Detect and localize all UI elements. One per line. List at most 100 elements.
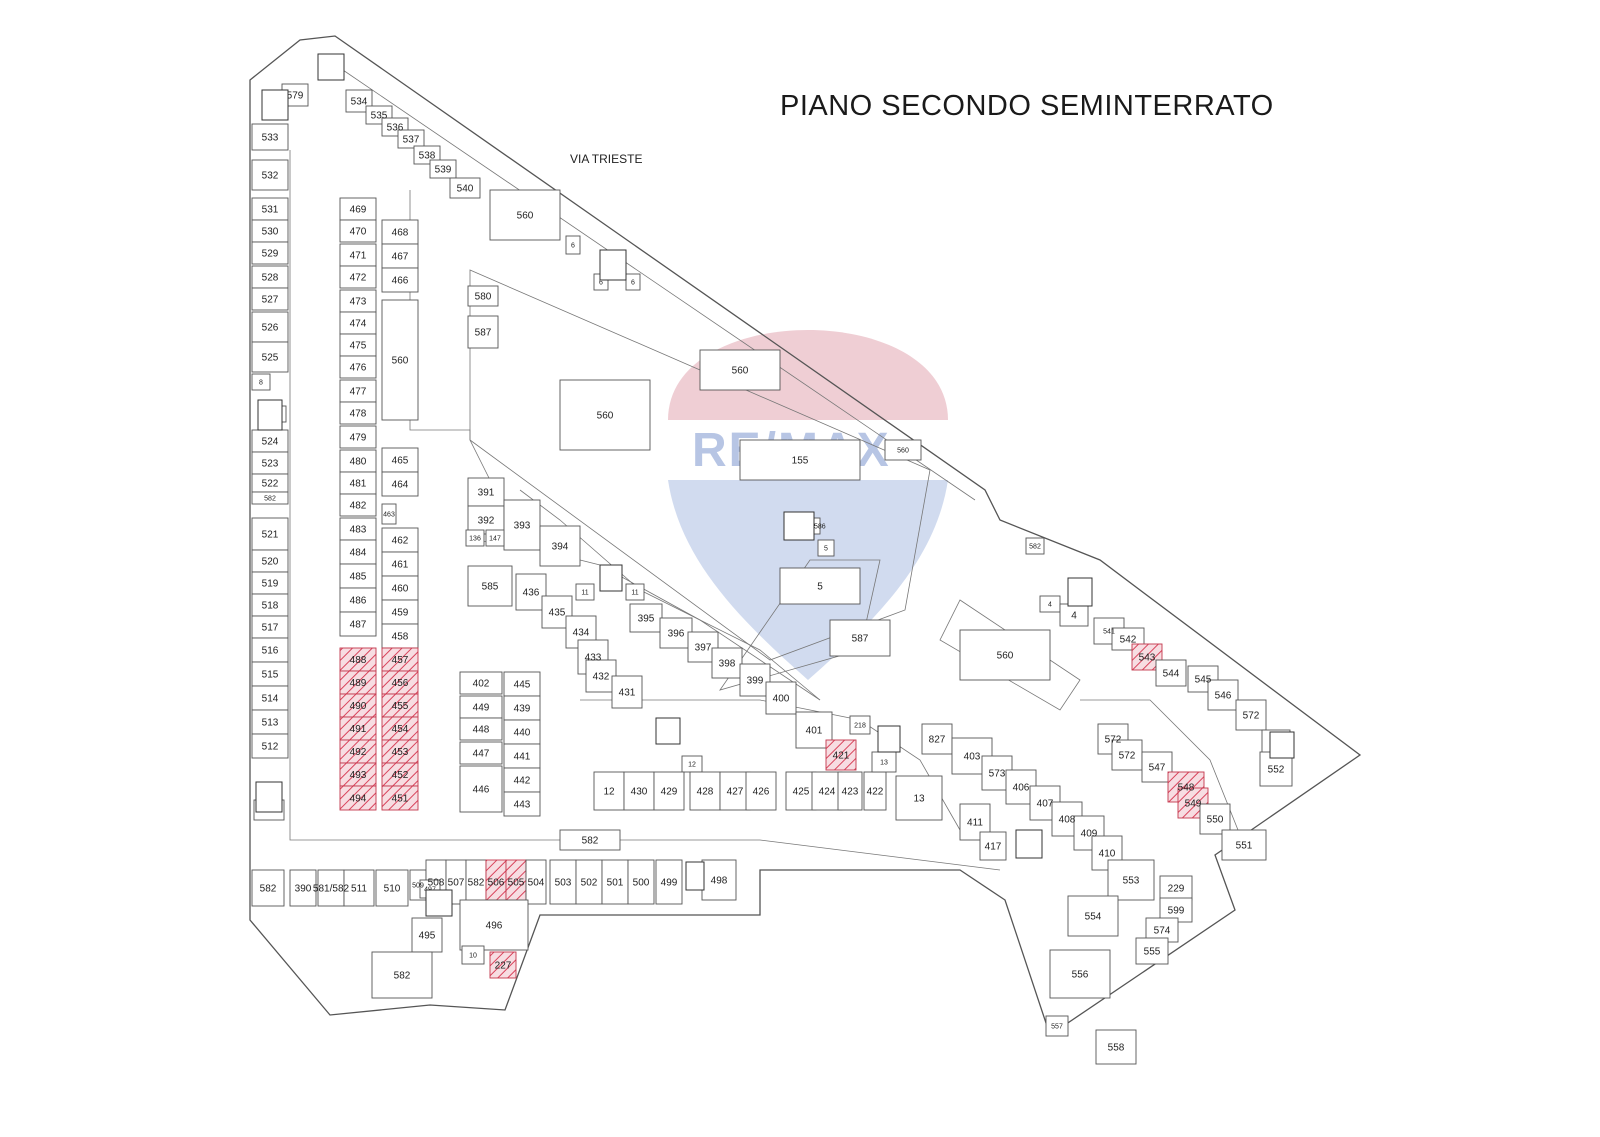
unit-cell [765,681,797,715]
unit-label: 390 [295,884,312,895]
unit-label: 560 [997,651,1014,662]
unit-cell [711,647,743,679]
unit-cell [381,551,419,577]
unit-label: 581/582 [313,884,350,895]
unit-cell [381,471,419,497]
unit-label: 469 [350,205,367,216]
unit-label: 555 [1144,947,1161,958]
unit-cell [381,599,419,625]
unit-label: 560 [517,211,534,222]
unit-label: 397 [695,643,712,654]
unit-label: 557 [1051,1024,1063,1031]
unit-cell [289,869,317,907]
unit-label: 451 [392,794,409,805]
unit-label: 453 [392,747,409,758]
unit-label: 400 [773,694,790,705]
unit-label: 536 [387,123,404,134]
unit-label: 483 [350,525,367,536]
unit-cell [959,629,1051,681]
unit-label: 430 [631,787,648,798]
unit-label: 526 [262,323,279,334]
stair-core-icon [655,717,681,745]
unit-cell [251,287,289,311]
unit-cell [884,439,922,461]
unit-cell [397,129,425,149]
unit-label: 556 [1072,970,1089,981]
unit-cell-highlighted [339,785,377,811]
unit-label: 493 [350,770,367,781]
unit-cell [371,951,433,999]
stair-core-icon [317,53,345,81]
unit-cell [625,273,641,291]
unit-label: 218 [854,723,866,730]
unit-label: 476 [350,363,367,374]
unit-label: 513 [262,718,279,729]
unit-label: 459 [392,608,409,619]
unit-label: 501 [607,878,624,889]
unit-label: 12 [688,762,696,769]
unit-label: 494 [350,794,367,805]
unit-label: 466 [392,276,409,287]
unit-label: 395 [638,614,655,625]
unit-label: 428 [697,787,714,798]
unit-cell [979,831,1007,861]
unit-label: 467 [392,252,409,263]
unit-cell [375,869,409,907]
unit-label: 478 [350,409,367,420]
unit-cell [339,611,377,637]
unit-label: 492 [350,747,367,758]
unit-cell [339,493,377,517]
unit-cell [467,315,499,349]
stair-core-icon [255,781,283,813]
unit-cell [251,311,289,343]
unit-label: 10 [469,953,477,960]
unit-cell [411,917,443,953]
unit-label: 458 [392,632,409,643]
unit-label: 560 [897,448,909,455]
unit-cell-highlighted [825,739,857,771]
unit-label: 538 [419,151,436,162]
unit-cell [659,617,693,649]
unit-label: 537 [403,135,420,146]
unit-cell [1107,859,1155,901]
stair-core-icon [1269,731,1295,759]
unit-cell [623,771,655,811]
stair-core-icon [599,249,627,281]
unit-label: 417 [985,842,1002,853]
unit-label: 549 [1185,799,1202,810]
unit-cell [849,715,871,735]
unit-label: 12 [603,787,615,798]
unit-cell [1235,699,1267,731]
unit-cell [339,401,377,425]
stair-core-icon [783,511,815,541]
unit-label: 411 [967,818,983,829]
unit-cells [251,83,1293,1065]
unit-label: 540 [457,184,474,195]
unit-label: 11 [631,590,638,597]
unit-cell [339,265,377,289]
unit-label: 503 [555,878,572,889]
unit-cell [503,499,541,551]
unit-label: 485 [350,572,367,583]
unit-label: 13 [880,760,888,767]
unit-cell [339,355,377,379]
stair-core-icon [1015,829,1043,859]
unit-label: 521 [262,530,279,541]
unit-cell [779,567,861,605]
unit-cell [339,425,377,449]
unit-cell [1111,739,1143,771]
unit-cell [1199,803,1231,835]
unit-cell [1025,537,1045,555]
unit-label: 401 [806,726,823,737]
unit-label: 463 [383,512,395,519]
unit-label: 491 [350,724,367,735]
unit-label: 489 [350,678,367,689]
unit-label: 517 [262,623,279,634]
unit-cell [627,859,655,905]
stair-core-icon [599,564,623,592]
unit-cell [339,587,377,613]
unit-label: 541 [1103,629,1115,636]
unit-label: 487 [350,620,367,631]
unit-label: 486 [350,596,367,607]
unit-label: 535 [371,111,388,122]
